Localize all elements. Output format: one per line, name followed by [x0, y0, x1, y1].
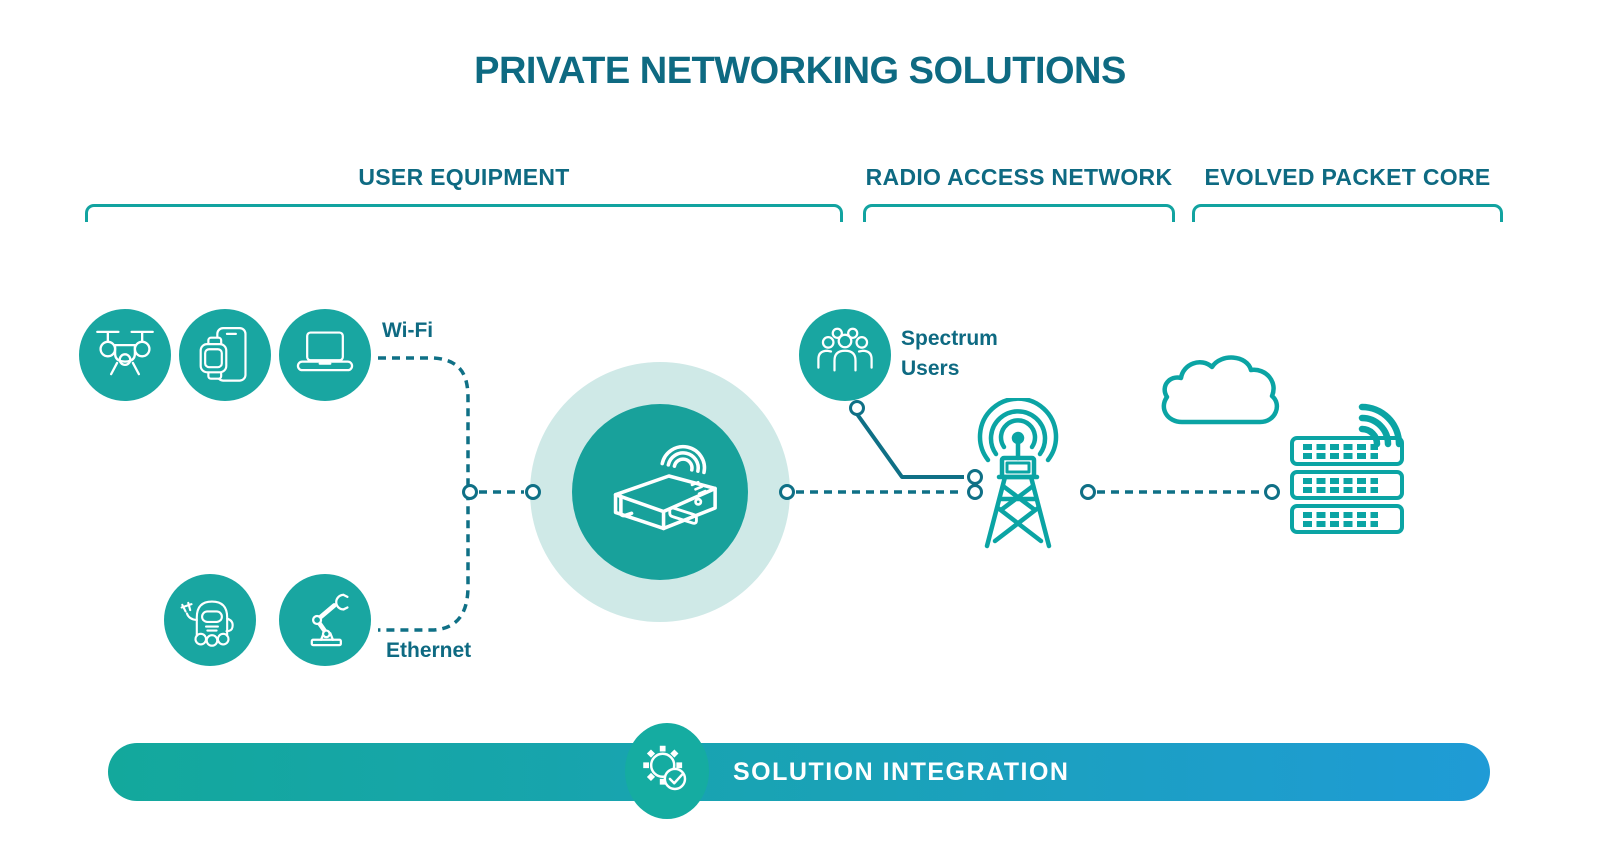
cell-tower-icon [963, 398, 1073, 553]
robot-arm-node [279, 574, 371, 666]
spectrum-users-solid-line [855, 412, 964, 479]
laptop-node [279, 309, 371, 401]
wifi-ethernet-dashed-line [378, 356, 470, 632]
solution-integration-label: SOLUTION INTEGRATION [733, 758, 1070, 786]
gear-check-icon [631, 733, 703, 809]
bracket-radio-access-network [863, 204, 1175, 222]
gateway-hub-node [530, 362, 790, 622]
solution-integration-badge [625, 723, 709, 819]
robot-icon [177, 587, 243, 653]
wireless-signal-icon [1352, 392, 1412, 452]
smartwatch-phone-icon [193, 323, 257, 387]
wifi-label: Wi-Fi [382, 319, 434, 342]
server-rack-icon [1290, 436, 1404, 534]
junction-dot [462, 484, 478, 500]
drone-node [79, 309, 171, 401]
router-device-icon [580, 425, 740, 559]
tower-right-dot [1080, 484, 1096, 500]
spectrum-users-label: Spectrum Users [901, 327, 998, 381]
bracket-user-equipment [85, 204, 843, 222]
page-title: PRIVATE NETWORKING SOLUTIONS [474, 50, 1126, 92]
cloud-icon [1152, 344, 1297, 436]
section-label-evolved-packet-core: EVOLVED PACKET CORE [1204, 164, 1491, 190]
ethernet-label: Ethernet [386, 639, 472, 662]
users-group-icon [810, 320, 880, 390]
solution-integration-bar [108, 743, 1490, 801]
bracket-evolved-packet-core [1192, 204, 1503, 222]
robot-node [164, 574, 256, 666]
drone-icon [92, 322, 158, 388]
robot-arm-icon [292, 587, 358, 653]
laptop-icon [292, 322, 358, 388]
smartwatch-phone-node [179, 309, 271, 401]
section-label-user-equipment: USER EQUIPMENT [358, 164, 570, 190]
spectrum-users-dot [849, 400, 865, 416]
section-label-radio-access-network: RADIO ACCESS NETWORK [865, 164, 1173, 190]
spectrum-users-node [799, 309, 891, 401]
server-left-dot [1264, 484, 1280, 500]
gateway-hub-inner [572, 404, 748, 580]
